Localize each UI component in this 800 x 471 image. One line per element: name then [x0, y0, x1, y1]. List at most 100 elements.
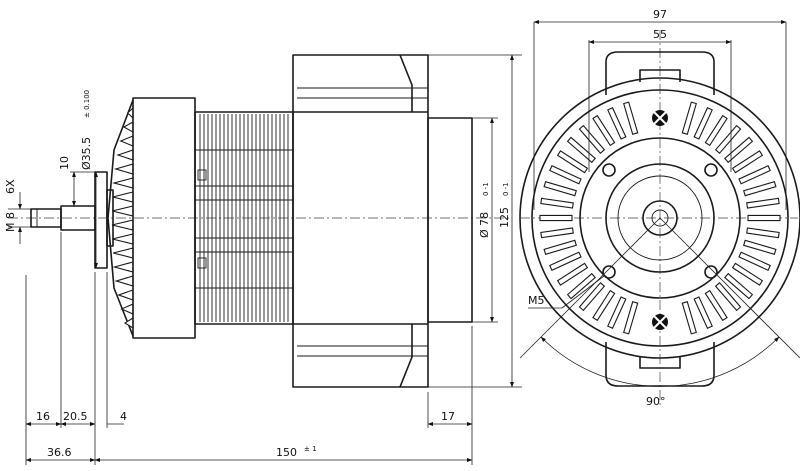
stator-ribs — [195, 114, 293, 322]
outer-housing-circle — [519, 77, 800, 359]
fin-ring-outer — [531, 89, 789, 347]
radial-fin-slot — [549, 165, 582, 185]
radial-fin-slot — [738, 251, 771, 271]
shaft-hub-circle — [642, 200, 678, 236]
radial-fin-slot — [549, 251, 582, 271]
side-view: 16 20.5 4 17 36.6 150 ± 1 10 Ø35.5 ± 0.1… — [4, 54, 522, 465]
bell-fins — [111, 106, 134, 329]
bell-fin — [126, 106, 134, 120]
label-97: 97 — [653, 8, 667, 21]
bell-fin — [117, 289, 134, 301]
radial-fin-slot — [556, 150, 589, 174]
radial-fins — [539, 101, 781, 335]
m5-hole-top-left — [602, 163, 616, 177]
radial-fin-slot — [623, 101, 639, 135]
label-150-tol: ± 1 — [304, 445, 317, 453]
label-10: 10 — [58, 156, 71, 170]
radial-fin-slot — [704, 289, 728, 322]
label-35-5-tol: ± 0.100 — [83, 90, 91, 118]
bell-fin — [113, 247, 134, 259]
label-m5: M5 — [528, 294, 545, 307]
bell-fin — [111, 219, 134, 231]
radial-fin-slot — [556, 262, 589, 286]
bell-fin — [122, 121, 134, 133]
radial-fin-slot — [543, 239, 577, 255]
label-35-5: Ø35.5 — [80, 137, 93, 170]
bell-fin — [116, 149, 134, 161]
radial-fin-slot — [747, 214, 781, 222]
label-55: 55 — [653, 28, 667, 41]
radial-fin-slot — [540, 227, 574, 239]
radial-fin-slot — [714, 282, 742, 312]
m5-hole-top-right — [704, 163, 718, 177]
label-16: 16 — [36, 410, 50, 423]
radial-fin-slot — [738, 165, 771, 185]
radial-fin-slot — [592, 289, 616, 322]
radial-fin-slot — [746, 227, 780, 239]
radial-fin-slot — [693, 107, 713, 140]
radial-fin-slot — [743, 239, 777, 255]
label-125-tol: 0 -1 — [502, 182, 510, 196]
label-150: 150 — [276, 446, 297, 459]
bell-fin — [119, 135, 134, 147]
bell-fin — [114, 275, 134, 287]
housing-step-top — [399, 54, 413, 112]
screw-top-icon — [652, 110, 668, 126]
label-20-5: 20.5 — [63, 410, 88, 423]
inner-plate-circle — [579, 137, 741, 299]
radial-fin-slot — [724, 272, 754, 300]
radial-fin-slot — [724, 136, 754, 164]
radial-fin-slot — [578, 282, 606, 312]
radial-fin-slot — [543, 181, 577, 197]
radial-fin-slot — [607, 107, 627, 140]
label-17: 17 — [441, 410, 455, 423]
label-m8: M 8 — [4, 212, 17, 232]
top-mount-lobe — [605, 51, 715, 95]
stator-key-bottom — [197, 257, 207, 269]
radial-fin-slot — [566, 136, 596, 164]
rear-hub — [427, 117, 473, 323]
radial-fin-slot — [539, 214, 573, 222]
label-125: 125 — [498, 207, 511, 228]
top-lobe-slot — [639, 69, 681, 82]
radial-fin-slot — [592, 114, 616, 147]
radial-fin-slot — [607, 296, 627, 329]
radial-fin-slot — [693, 296, 713, 329]
radial-fin-slot — [566, 272, 596, 300]
label-78-tol: 0 -1 — [482, 182, 490, 196]
housing-step-bottom — [399, 324, 413, 388]
radial-fin-slot — [743, 181, 777, 197]
front-view: 97 55 M5 90° — [519, 8, 800, 408]
bearing-boss-outer — [605, 163, 715, 273]
shaft-end-circle — [651, 209, 669, 227]
radial-fin-slot — [746, 197, 780, 209]
label-6x: 6X — [4, 179, 17, 194]
radial-fin-slot — [578, 124, 606, 154]
radial-fin-slot — [731, 150, 764, 174]
label-90: 90° — [646, 395, 666, 408]
radial-fin-slot — [714, 124, 742, 154]
radial-fin-slot — [540, 197, 574, 209]
bottom-mount-lobe — [605, 342, 715, 387]
main-housing — [292, 54, 429, 388]
radial-fin-slot — [681, 301, 697, 335]
bottom-lobe-slot — [639, 356, 681, 369]
bell-fin — [112, 205, 134, 217]
m5-hole-bottom-left — [602, 265, 616, 279]
bell-fin — [112, 233, 134, 245]
angle-ray-right — [659, 217, 800, 359]
bell-fin — [112, 191, 134, 203]
angle-arc-90 — [540, 336, 780, 387]
label-78: Ø 78 — [478, 212, 491, 238]
radial-fin-slot — [704, 114, 728, 147]
label-36-6: 36.6 — [47, 446, 72, 459]
bell-fin — [111, 177, 134, 189]
front-bell-outline — [107, 99, 134, 337]
radial-fin-slot — [731, 262, 764, 286]
bell-fin — [113, 163, 134, 175]
bearing-boss-inner — [617, 175, 703, 261]
angle-ray-left — [519, 217, 661, 359]
screw-bottom-icon — [652, 314, 668, 330]
m5-hole-bottom-right — [704, 265, 718, 279]
